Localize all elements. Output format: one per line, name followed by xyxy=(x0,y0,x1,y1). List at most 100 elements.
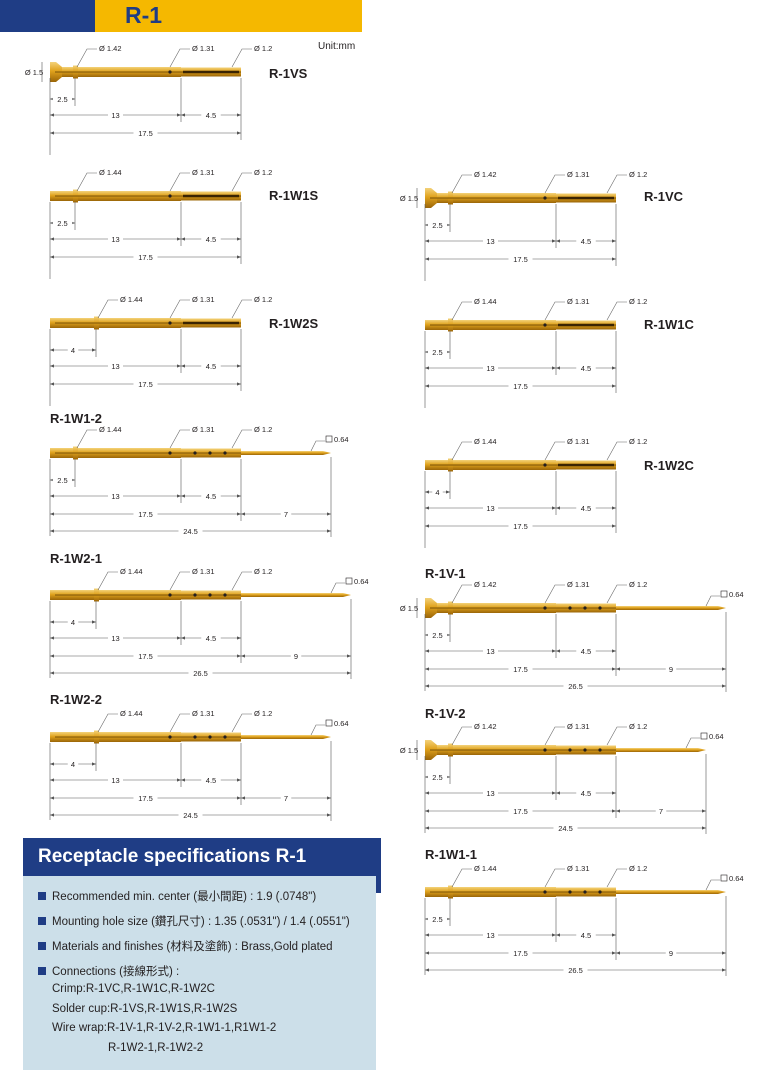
dia-2-leader xyxy=(169,299,190,319)
wrap-hole xyxy=(193,451,197,455)
flange-dia-label: Ø 1.5 xyxy=(400,604,418,613)
dim-b-label-bg xyxy=(108,633,123,642)
dia-2-label: Ø 1.31 xyxy=(192,709,215,718)
dim-c-arrow-left xyxy=(556,649,560,653)
dim-c-arrow-left xyxy=(556,366,560,370)
center-dot xyxy=(543,463,547,467)
dia-1-leader xyxy=(451,441,472,461)
dim-d-arrow-left xyxy=(425,257,429,261)
dim-a-label-bg xyxy=(427,772,448,781)
dim-a-label: 2.5 xyxy=(432,348,442,357)
dia-2-label: Ø 1.31 xyxy=(192,567,215,576)
dim-e-label: 9 xyxy=(669,949,673,958)
wire-wrap-tail xyxy=(241,451,331,455)
dia-1-leader xyxy=(451,868,472,888)
dim-b-arrow-right xyxy=(177,237,181,241)
dim-b-arrow-left xyxy=(425,239,429,243)
dim-f-label: 24.5 xyxy=(558,824,573,833)
dim-b-arrow-right xyxy=(552,506,556,510)
dia-1-label: Ø 1.44 xyxy=(120,567,143,576)
dim-e-arrow-right xyxy=(722,667,726,671)
dim-b-label: 13 xyxy=(111,235,119,244)
dia-1-leader xyxy=(76,48,97,68)
dim-f-label-bg xyxy=(563,965,588,974)
dim-f-arrow-right xyxy=(722,684,726,688)
part-name: R-1W1-1 xyxy=(425,847,478,862)
dim-b-label: 13 xyxy=(111,776,119,785)
dim-f-label-bg xyxy=(563,681,588,690)
part-name: R-1VS xyxy=(269,66,308,81)
dim-b-arrow-right xyxy=(177,113,181,117)
dim-a-arrow-left xyxy=(50,762,54,766)
dim-b-label-bg xyxy=(483,503,498,512)
square-icon xyxy=(720,874,728,882)
dim-d-arrow-right xyxy=(612,384,616,388)
wrap-hole xyxy=(223,451,227,455)
dim-a-arrow-left xyxy=(425,490,429,494)
dia-3-label: Ø 1.2 xyxy=(254,425,272,434)
part-name: R-1W1C xyxy=(644,317,694,332)
dim-f-arrow-left xyxy=(425,826,429,830)
center-dot xyxy=(543,890,547,894)
dia-1-label: Ø 1.44 xyxy=(474,297,497,306)
dim-d-label: 17.5 xyxy=(513,522,528,531)
wrap-hole xyxy=(583,748,587,752)
dim-e-label: 9 xyxy=(669,665,673,674)
dia-3-leader xyxy=(606,868,627,888)
dim-f-arrow-right xyxy=(327,813,331,817)
dim-d-arrow-right xyxy=(612,257,616,261)
dim-c-label-bg xyxy=(576,363,596,372)
dim-c-label-bg xyxy=(201,633,221,642)
dim-c-label: 4.5 xyxy=(206,634,216,643)
dia-1-label: Ø 1.44 xyxy=(474,864,497,873)
dim-d-label-bg xyxy=(508,254,533,263)
dim-d-label: 17.5 xyxy=(513,949,528,958)
wire-wrap-tail xyxy=(616,748,706,752)
bullet-square-icon xyxy=(38,892,46,900)
dim-c-label-bg xyxy=(576,646,596,655)
tail-label: 0.64 xyxy=(354,577,369,586)
dim-d-arrow-left xyxy=(425,667,429,671)
dia-3-leader xyxy=(606,726,627,746)
dim-d-arrow-left xyxy=(425,384,429,388)
dim-a-label: 2.5 xyxy=(57,95,67,104)
dim-e-label-bg xyxy=(665,664,677,673)
dim-b-arrow-right xyxy=(177,636,181,640)
wire-wrap-tail xyxy=(616,606,726,610)
connection-line: Solder cup:R-1VS,R-1W1S,R-1W2S xyxy=(52,1003,238,1015)
tail-leader xyxy=(330,582,345,594)
dia-2-label: Ø 1.31 xyxy=(192,44,215,53)
dim-a-label-bg xyxy=(67,345,79,354)
dia-1-leader xyxy=(76,429,97,449)
dim-b-arrow-right xyxy=(552,239,556,243)
dim-b-label: 13 xyxy=(111,362,119,371)
center-dot xyxy=(168,70,172,74)
square-icon xyxy=(325,435,333,443)
dia-2-label: Ø 1.31 xyxy=(192,168,215,177)
dim-e-arrow-left xyxy=(616,809,620,813)
dim-b-label: 13 xyxy=(486,237,494,246)
dim-a-label: 2.5 xyxy=(432,915,442,924)
tail-label: 0.64 xyxy=(729,874,744,883)
wrap-hole xyxy=(208,735,212,739)
dim-e-label-bg xyxy=(280,509,292,518)
dim-c-arrow-left xyxy=(181,778,185,782)
tail-label: 0.64 xyxy=(334,435,349,444)
dim-f-arrow-left xyxy=(50,529,54,533)
tail-label: 0.64 xyxy=(709,732,724,741)
dim-f-label: 26.5 xyxy=(568,682,583,691)
dim-a-label: 2.5 xyxy=(57,476,67,485)
dim-a-arrow-right xyxy=(446,490,450,494)
wrap-hole xyxy=(598,890,602,894)
dim-d-label: 17.5 xyxy=(138,380,153,389)
part-name: R-1W2-1 xyxy=(50,551,103,566)
dia-3-label: Ø 1.2 xyxy=(254,709,272,718)
dia-3-label: Ø 1.2 xyxy=(254,295,272,304)
dim-c-label: 4.5 xyxy=(581,647,591,656)
dim-c-label: 4.5 xyxy=(206,492,216,501)
dim-c-label: 4.5 xyxy=(581,504,591,513)
